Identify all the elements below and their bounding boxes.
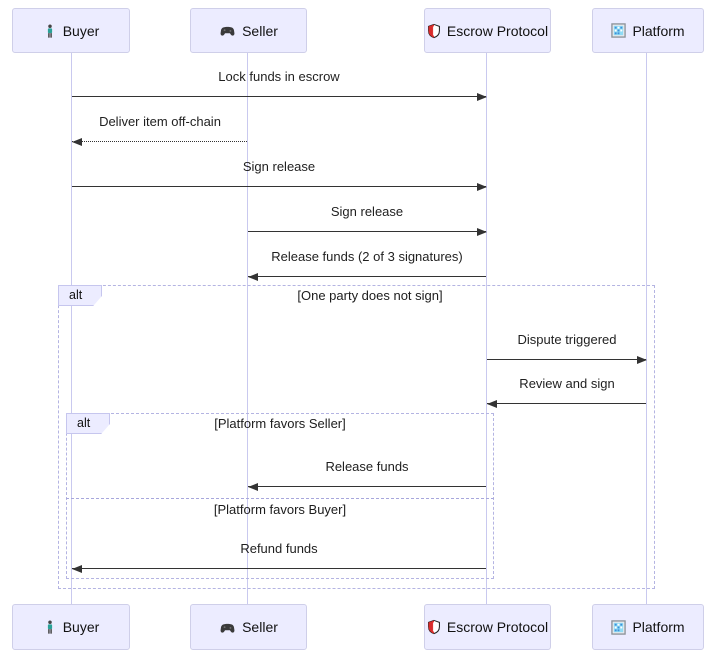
actor-label: Platform [632,22,685,39]
person-standing-icon [43,23,57,39]
message-text: Sign release [242,159,316,174]
person-standing-icon [43,619,57,635]
actor-box-seller-bottom: Seller [190,604,307,650]
arrowhead [637,356,647,364]
message-arrow [248,483,487,491]
message-line [248,486,486,487]
message-line [487,403,646,404]
message-arrow [487,400,647,408]
message-text: Sign release [330,204,404,219]
office-building-icon [611,619,627,635]
arrowhead [477,183,487,191]
arrowhead [477,228,487,236]
message-line [72,141,247,142]
alt-frame-label: alt [66,413,110,434]
message-line [72,568,486,569]
office-building-icon [611,23,627,38]
actor-box-platform-bottom: Platform [592,604,704,650]
alt-condition: [One party does not sign] [297,288,443,303]
shield-icon [427,23,441,39]
message-arrow [72,183,487,191]
shield-icon [427,619,441,635]
arrowhead [72,565,82,573]
actor-box-buyer-top: Buyer [12,8,130,53]
message-arrow [72,565,487,573]
message-text: Lock funds in escrow [218,69,340,84]
alt-condition: [Platform favors Buyer] [213,502,347,517]
actor-label: Buyer [62,22,100,39]
game-controller-icon [219,23,236,38]
arrowhead [248,483,258,491]
actor-label: Escrow Protocol [446,619,549,635]
game-controller-icon [219,620,236,635]
message-text: Refund funds [240,541,318,556]
actor-box-escrow-bottom: Escrow Protocol [424,604,551,650]
actor-label: Seller [242,619,278,635]
message-arrow [248,273,487,281]
lifeline-buyer [71,53,72,604]
arrowhead [248,273,258,281]
message-arrow [72,93,487,101]
alt-frame-inner [66,413,494,579]
message-text: Review and sign [519,376,615,391]
actor-box-escrow-top: Escrow Protocol [424,8,551,53]
message-arrow [487,356,647,364]
message-text: Deliver item off-chain [99,114,221,129]
arrowhead [487,400,497,408]
actor-label: Buyer [62,619,100,635]
alt-frame-label: alt [58,285,102,306]
message-arrow [248,228,487,236]
message-text: Dispute triggered [517,332,617,347]
message-text: Release funds [325,459,409,474]
alt-frame-outer [58,285,655,589]
message-line [248,231,486,232]
arrowhead [72,138,82,146]
message-arrow [72,138,248,146]
alt-condition: [Platform favors Seller] [214,416,346,431]
alt-else-divider [66,498,494,499]
message-line [487,359,646,360]
actor-box-buyer-bottom: Buyer [12,604,130,650]
actor-box-seller-top: Seller [190,8,307,53]
actor-label: Platform [632,619,685,635]
message-line [72,186,486,187]
actor-label: Seller [242,22,278,39]
message-line [248,276,486,277]
actor-label: Escrow Protocol [446,22,549,39]
lifeline-platform [646,53,647,604]
message-line [72,96,486,97]
actor-box-platform-top: Platform [592,8,704,53]
message-text: Release funds (2 of 3 signatures) [271,249,463,264]
arrowhead [477,93,487,101]
lifeline-escrow [486,53,487,604]
lifeline-seller [247,53,248,604]
